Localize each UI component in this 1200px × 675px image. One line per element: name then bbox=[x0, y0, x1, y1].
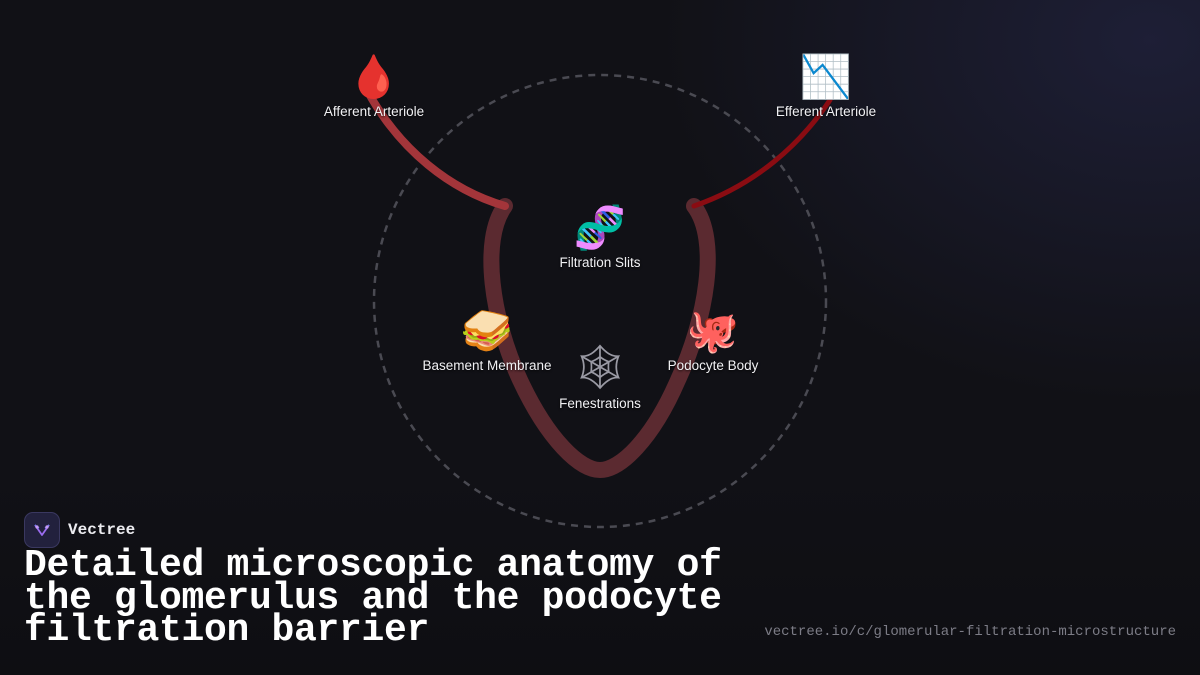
node-label: Efferent Arteriole bbox=[775, 104, 877, 119]
capillary-loop bbox=[483, 198, 716, 479]
page-title: Detailed microscopic anatomy of the glom… bbox=[24, 544, 722, 652]
efferent-arteriole-vessel bbox=[691, 97, 833, 209]
node-basement-membrane: 🥪 Basement Membrane bbox=[422, 307, 552, 374]
sandwich-icon: 🥪 bbox=[460, 307, 514, 354]
brand-name: Vectree bbox=[68, 521, 136, 539]
node-efferent-arteriole: 📉 Efferent Arteriole bbox=[775, 53, 877, 120]
node-podocyte-body: 🐙 Podocyte Body bbox=[667, 307, 759, 374]
vectree-logo-icon bbox=[24, 512, 60, 548]
afferent-arteriole-vessel bbox=[364, 88, 509, 210]
node-fenestrations: 🕸 Fenestrations bbox=[559, 343, 641, 412]
chart-decreasing-icon: 📉 bbox=[799, 53, 853, 100]
node-filtration-slits: 🧬 Filtration Slits bbox=[559, 204, 641, 271]
node-afferent-arteriole: 🩸 Afferent Arteriole bbox=[323, 53, 425, 120]
node-label: Fenestrations bbox=[559, 396, 641, 411]
brand: Vectree bbox=[24, 512, 135, 548]
node-label: Basement Membrane bbox=[422, 358, 552, 373]
octopus-icon: 🐙 bbox=[686, 307, 740, 354]
source-url: vectree.io/c/glomerular-filtration-micro… bbox=[764, 624, 1176, 640]
blood-drop-icon: 🩸 bbox=[347, 53, 401, 100]
node-label: Podocyte Body bbox=[667, 358, 759, 373]
node-label: Afferent Arteriole bbox=[323, 104, 425, 119]
dna-icon: 🧬 bbox=[573, 204, 627, 251]
bowman-capsule-dashed-circle bbox=[372, 73, 828, 529]
node-label: Filtration Slits bbox=[559, 255, 641, 270]
spider-web-icon: 🕸 bbox=[572, 343, 628, 392]
